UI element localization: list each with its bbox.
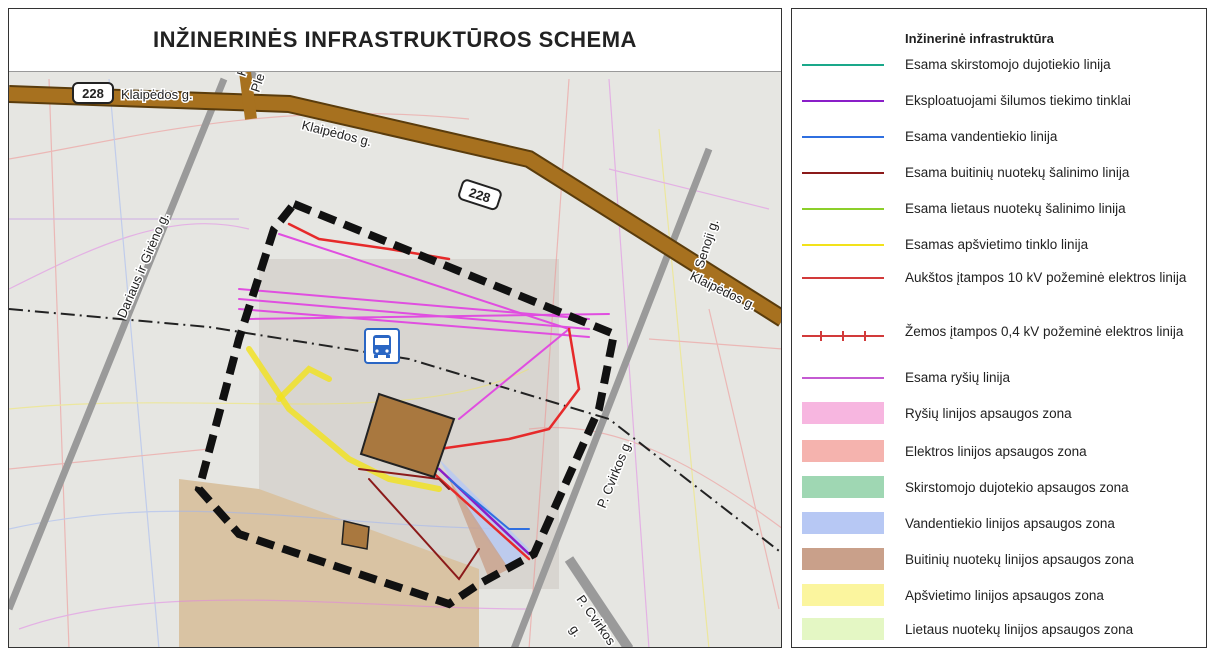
legend-item-label: Aukštos įtampos 10 kV požeminė elektros … [905, 270, 1187, 285]
legend-item-label: Elektros linijos apsaugos zona [905, 444, 1087, 459]
legend-item-label: Lietaus nuotekų linijos apsaugos zona [905, 622, 1134, 637]
legend-item-label: Esama skirstomojo dujotiekio linija [905, 57, 1111, 72]
railway-line [9, 308, 781, 554]
plan-boundary [194, 199, 619, 609]
legend-item-label: Ryšių linijos apsaugos zona [905, 406, 1072, 421]
road-shield: 228 [458, 179, 502, 211]
legend-item-label: Skirstomojo dujotekio apsaugos zona [905, 480, 1129, 495]
legend-item-label: Apšvietimo linijos apsaugos zona [905, 588, 1104, 603]
legend-item-label: Esama buitinių nuotekų šalinimo linija [905, 165, 1130, 180]
main-road-klaipedos [9, 63, 781, 327]
map-title: INŽINERINĖS INFRASTRUKTŪROS SCHEMA [153, 27, 637, 52]
legend-tick [864, 331, 866, 341]
legend-swatch [802, 618, 884, 640]
small-building [341, 520, 370, 550]
legend-item-label: Esamas apšvietimo tinklo linija [905, 237, 1089, 252]
legend-panel: Inžinerinė infrastruktūra Esama skirstom… [791, 8, 1207, 648]
legend-item-label: Esama vandentiekio linija [905, 129, 1058, 144]
legend-swatch [802, 440, 884, 462]
legend-line-symbol [802, 244, 884, 246]
legend-line-symbol [802, 331, 884, 341]
site-building [359, 392, 456, 479]
legend-line-symbol [802, 100, 884, 102]
legend-swatch [802, 476, 884, 498]
road-shield-label: 228 [467, 185, 492, 206]
legend-tick [820, 331, 822, 341]
legend-item-label: Esama lietaus nuotekų šalinimo linija [905, 201, 1126, 216]
legend-item-label: Buitinių nuotekų linijos apsaugos zona [905, 552, 1134, 567]
legend-title: Inžinerinė infrastruktūra [905, 31, 1054, 46]
legend-line-symbol [802, 277, 884, 279]
utility-lines [238, 222, 610, 581]
legend-item-label: Eksploatuojami šilumos tiekimo tinklai [905, 93, 1131, 108]
road-shield: 228 [72, 82, 114, 104]
legend-item-label: Vandentiekio linijos apsaugos zona [905, 516, 1115, 531]
water-protection-zone [439, 459, 529, 569]
map-panel: 228 228 Klaipėdos g. Klaipėdos g. Klaipė… [8, 8, 782, 648]
legend-line-symbol [802, 64, 884, 66]
legend-swatch [802, 584, 884, 606]
legend-tick [842, 331, 844, 341]
legend-line-symbol [802, 172, 884, 174]
legend-line-symbol [802, 208, 884, 210]
legend-item-label: Esama ryšių linija [905, 370, 1011, 385]
road-label-pl: Ple [248, 71, 268, 94]
legend-item-label: Žemos įtampos 0,4 kV požeminė elektros l… [905, 324, 1184, 339]
legend-line-symbol [802, 136, 884, 138]
legend-swatch [802, 402, 884, 424]
map-canvas: 228 228 Klaipėdos g. Klaipėdos g. Klaipė… [9, 9, 781, 647]
sewage-protection-zone [449, 479, 509, 579]
map-title-bar: INŽINERINĖS INFRASTRUKTŪROS SCHEMA [9, 9, 781, 72]
bus-stop-icon [364, 328, 400, 364]
road-shield-label: 228 [82, 86, 104, 101]
road-label-klaipedos: Klaipėdos g. [121, 87, 193, 102]
legend-line-symbol [802, 377, 884, 379]
background-network [9, 78, 781, 647]
legend-swatch [802, 548, 884, 570]
legend-swatch [802, 512, 884, 534]
